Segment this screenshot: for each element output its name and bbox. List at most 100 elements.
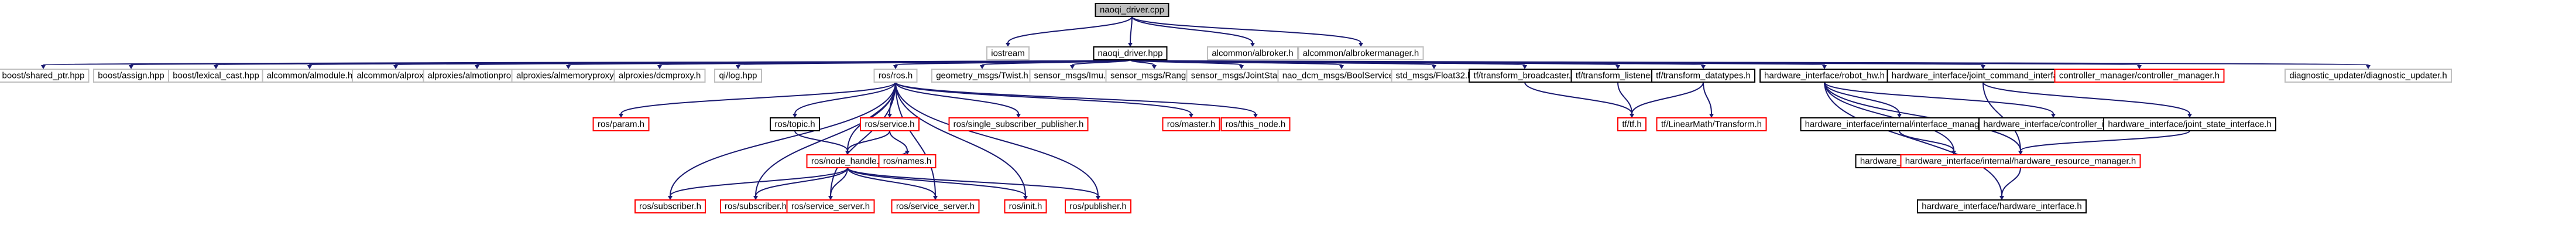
node-alcommon-albrokermanager-h: alcommon/albrokermanager.h bbox=[1298, 46, 1424, 60]
node-label: ros/subscriber.h bbox=[639, 202, 701, 212]
edge-ros_h-to-ros_master bbox=[895, 82, 1193, 118]
node-boost-shared-ptr-hpp: boost/shared_ptr.hpp bbox=[0, 69, 90, 83]
node-label: ros/service_server.h bbox=[896, 202, 975, 212]
node-hardware-interface-joint-state-interface-h[interactable]: hardware_interface/joint_state_interface… bbox=[2103, 117, 2276, 131]
node-alproxies-almemoryproxy-h: alproxies/almemoryproxy.h bbox=[511, 69, 626, 83]
edge-node_handle-to-service_server_1 bbox=[828, 167, 848, 200]
edge-ros_service-to-node_handle bbox=[845, 130, 890, 155]
node-box bbox=[1651, 69, 1755, 83]
node-box bbox=[1004, 199, 1047, 213]
node-hardware-interface-controller-info-h[interactable]: hardware_interface/controller_info.h bbox=[1978, 117, 2128, 131]
node-label: hardware_interface/joint_state_interface… bbox=[2108, 120, 2271, 130]
node-box bbox=[1065, 199, 1131, 213]
node-hardware-interface-internal-interface-manager-h[interactable]: hardware_interface/internal/interface_ma… bbox=[1800, 117, 1999, 131]
edge-naoqi_driver_cpp-to-naoqi_driver_hpp bbox=[1128, 16, 1133, 47]
edge-naoqi_driver_cpp-to-albroker bbox=[1131, 16, 1255, 47]
node-hardware-interface-internal-hardware-resource-manager-h: hardware_interface/internal/hardware_res… bbox=[1900, 154, 2141, 168]
node-label: ros/topic.h bbox=[774, 120, 815, 130]
node-box bbox=[613, 69, 706, 83]
node-naoqi-driver-hpp[interactable]: naoqi_driver.hpp bbox=[1093, 46, 1168, 60]
node-label: ros/init.h bbox=[1009, 202, 1042, 212]
node-ros-topic-h[interactable]: ros/topic.h bbox=[770, 117, 820, 131]
node-ros-subscriber-h: ros/subscriber.h bbox=[720, 199, 791, 213]
edge-hw_resource_manager-to-hw_interface bbox=[1999, 167, 2021, 200]
node-label: ros/publisher.h bbox=[1069, 202, 1127, 212]
edge-ros_h-to-service_server_2 bbox=[895, 82, 938, 200]
node-label: geometry_msgs/Twist.h bbox=[936, 71, 1028, 81]
node-sensor-msgs-jointstate-h: sensor_msgs/JointState.h bbox=[1186, 69, 1297, 83]
node-alproxies-almotionproxy-h: alproxies/almotionproxy.h bbox=[423, 69, 531, 83]
edge-node_handle-to-subscriber_1 bbox=[668, 167, 848, 200]
node-label: ros/ros.h bbox=[879, 71, 913, 81]
node-qi-log-hpp: qi/log.hpp bbox=[714, 69, 762, 83]
edge-naoqi_driver_hpp-to-imu bbox=[1070, 59, 1131, 69]
node-box bbox=[986, 46, 1030, 60]
node-label: nao_dcm_msgs/BoolService.h bbox=[1282, 71, 1401, 81]
node-label: std_msgs/Float32.h bbox=[1396, 71, 1473, 81]
node-label: ros/node_handle.h bbox=[811, 157, 884, 167]
edge-ros_h-to-ros_init bbox=[895, 82, 1028, 200]
node-boost-lexical-cast-hpp: boost/lexical_cast.hpp bbox=[168, 69, 264, 83]
edge-tf_datatypes-to-tf_h bbox=[1630, 82, 1704, 118]
edge-node_handle-to-ros_init bbox=[847, 167, 1028, 200]
node-naoqi-driver-cpp: naoqi_driver.cpp bbox=[1095, 3, 1169, 17]
node-hardware-interface-robot-hw-h[interactable]: hardware_interface/robot_hw.h bbox=[1759, 69, 1889, 83]
edge-robot_hw-to-controller_info bbox=[1824, 82, 2056, 118]
dependency-edges bbox=[41, 16, 2371, 200]
node-ros-master-h: ros/master.h bbox=[1162, 117, 1220, 131]
node-ros-single-subscriber-publisher-h: ros/single_subscriber_publisher.h bbox=[948, 117, 1089, 131]
node-label: alcommon/albrokermanager.h bbox=[1303, 49, 1419, 59]
node-label: hardware_interface/joint_command_interfa… bbox=[1892, 71, 2075, 81]
edge-joint_command-to-joint_state_iface bbox=[1982, 82, 2192, 118]
edge-tf_datatypes-to-linearmath bbox=[1703, 82, 1714, 118]
edge-node_handle-to-ros_publisher bbox=[847, 167, 1100, 200]
node-label: ros/single_subscriber_publisher.h bbox=[953, 120, 1084, 130]
node-box bbox=[1656, 117, 1767, 131]
node-alcommon-albroker-h: alcommon/albroker.h bbox=[1207, 46, 1298, 60]
node-label: ros/master.h bbox=[1167, 120, 1216, 130]
node-box bbox=[1095, 3, 1169, 17]
node-label: hardware_interface/hardware_interface.h bbox=[1922, 202, 2082, 212]
node-ros-subscriber-h: ros/subscriber.h bbox=[634, 199, 706, 213]
node-label: diagnostic_updater/diagnostic_updater.h bbox=[2289, 71, 2447, 81]
node-tf-tf-h: tf/tf.h bbox=[1617, 117, 1647, 131]
node-box bbox=[878, 154, 937, 168]
node-hardware-interface-joint-command-interface-h[interactable]: hardware_interface/joint_command_interfa… bbox=[1886, 69, 2080, 83]
edge-joint_state_iface-to-hw_resource_manager bbox=[2018, 130, 2190, 155]
node-tf-transform-datatypes-h[interactable]: tf/transform_datatypes.h bbox=[1651, 69, 1755, 83]
node-label: boost/assign.hpp bbox=[98, 71, 164, 81]
node-label: tf/transform_datatypes.h bbox=[1656, 71, 1751, 81]
node-label: ros/service.h bbox=[865, 120, 914, 130]
node-label: ros/subscriber.h bbox=[725, 202, 787, 212]
node-box bbox=[1900, 154, 2141, 168]
node-hardware-interface-hardware-interface-h[interactable]: hardware_interface/hardware_interface.h bbox=[1917, 199, 2087, 213]
edge-iface_manager-to-demangle bbox=[1899, 130, 1956, 155]
node-ros-publisher-h: ros/publisher.h bbox=[1065, 199, 1131, 213]
node-label: naoqi_driver.hpp bbox=[1098, 49, 1163, 59]
node-box bbox=[0, 69, 90, 83]
edge-node_handle-to-service_server_2 bbox=[847, 167, 938, 200]
node-label: tf/tf.h bbox=[1622, 120, 1641, 130]
node-tf-transform-listener-h[interactable]: tf/transform_listener.h bbox=[1570, 69, 1665, 83]
node-box bbox=[2285, 69, 2452, 83]
edge-naoqi_driver_cpp-to-albrokermanager bbox=[1131, 16, 1363, 47]
node-label: boost/shared_ptr.hpp bbox=[2, 71, 85, 81]
edge-naoqi_driver_hpp-to-diag_updater bbox=[1130, 59, 2371, 69]
node-box bbox=[948, 117, 1089, 131]
node-label: alcommon/albroker.h bbox=[1212, 49, 1293, 59]
node-label: alcommon/almodule.h bbox=[267, 71, 353, 81]
node-box bbox=[873, 69, 918, 83]
edge-naoqi_driver_cpp-to-iostream bbox=[1006, 16, 1133, 47]
node-box bbox=[2054, 69, 2225, 83]
node-iostream: iostream bbox=[986, 46, 1030, 60]
node-box bbox=[592, 117, 650, 131]
node-tf-transform-broadcaster-h[interactable]: tf/transform_broadcaster.h bbox=[1469, 69, 1581, 83]
edge-ros_h-to-this_node bbox=[895, 82, 1258, 118]
node-label: alcommon/alproxy.h bbox=[356, 71, 434, 81]
node-nao-dcm-msgs-boolservice-h: nao_dcm_msgs/BoolService.h bbox=[1277, 69, 1406, 83]
node-label: ros/param.h bbox=[598, 120, 644, 130]
node-label: qi/log.hpp bbox=[719, 71, 757, 81]
node-alcommon-alproxy-h: alcommon/alproxy.h bbox=[352, 69, 440, 83]
node-alcommon-almodule-h: alcommon/almodule.h bbox=[262, 69, 358, 83]
